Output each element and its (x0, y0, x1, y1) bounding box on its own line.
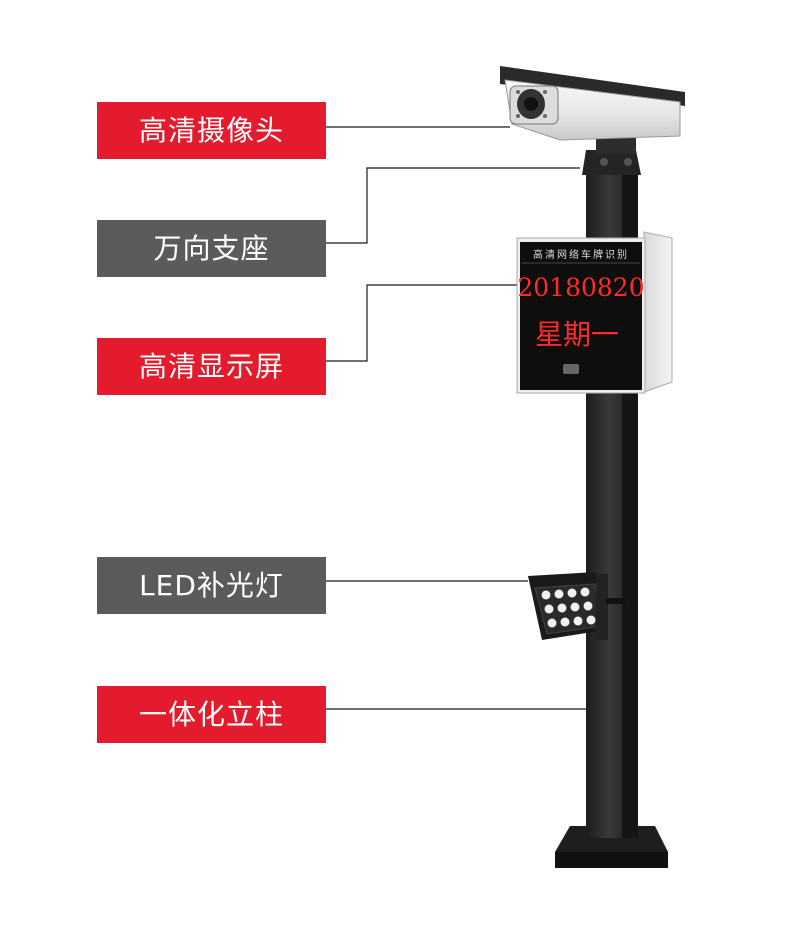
leader-lines (326, 126, 587, 710)
mount-leader-line (326, 167, 580, 244)
pole-base (555, 826, 668, 868)
display-screen: 高清网络车牌识别 20180820 星期一 (516, 231, 673, 394)
display-weekday-text: 星期一 (535, 318, 619, 351)
display-label: 高清显示屏 (97, 338, 326, 395)
mount-label: 万向支座 (97, 220, 326, 277)
pole-label: 一体化立柱 (97, 686, 326, 743)
led-beads (541, 587, 596, 628)
display-leader-line (326, 284, 517, 362)
camera-label: 高清摄像头 (97, 102, 326, 159)
led-light-label: LED补光灯 (97, 557, 326, 614)
camera (500, 66, 685, 141)
display-header-text: 高清网络车牌识别 (533, 248, 629, 261)
universal-mount (582, 136, 641, 175)
display-date-text: 20180820 (517, 273, 644, 302)
led-light (528, 572, 626, 640)
